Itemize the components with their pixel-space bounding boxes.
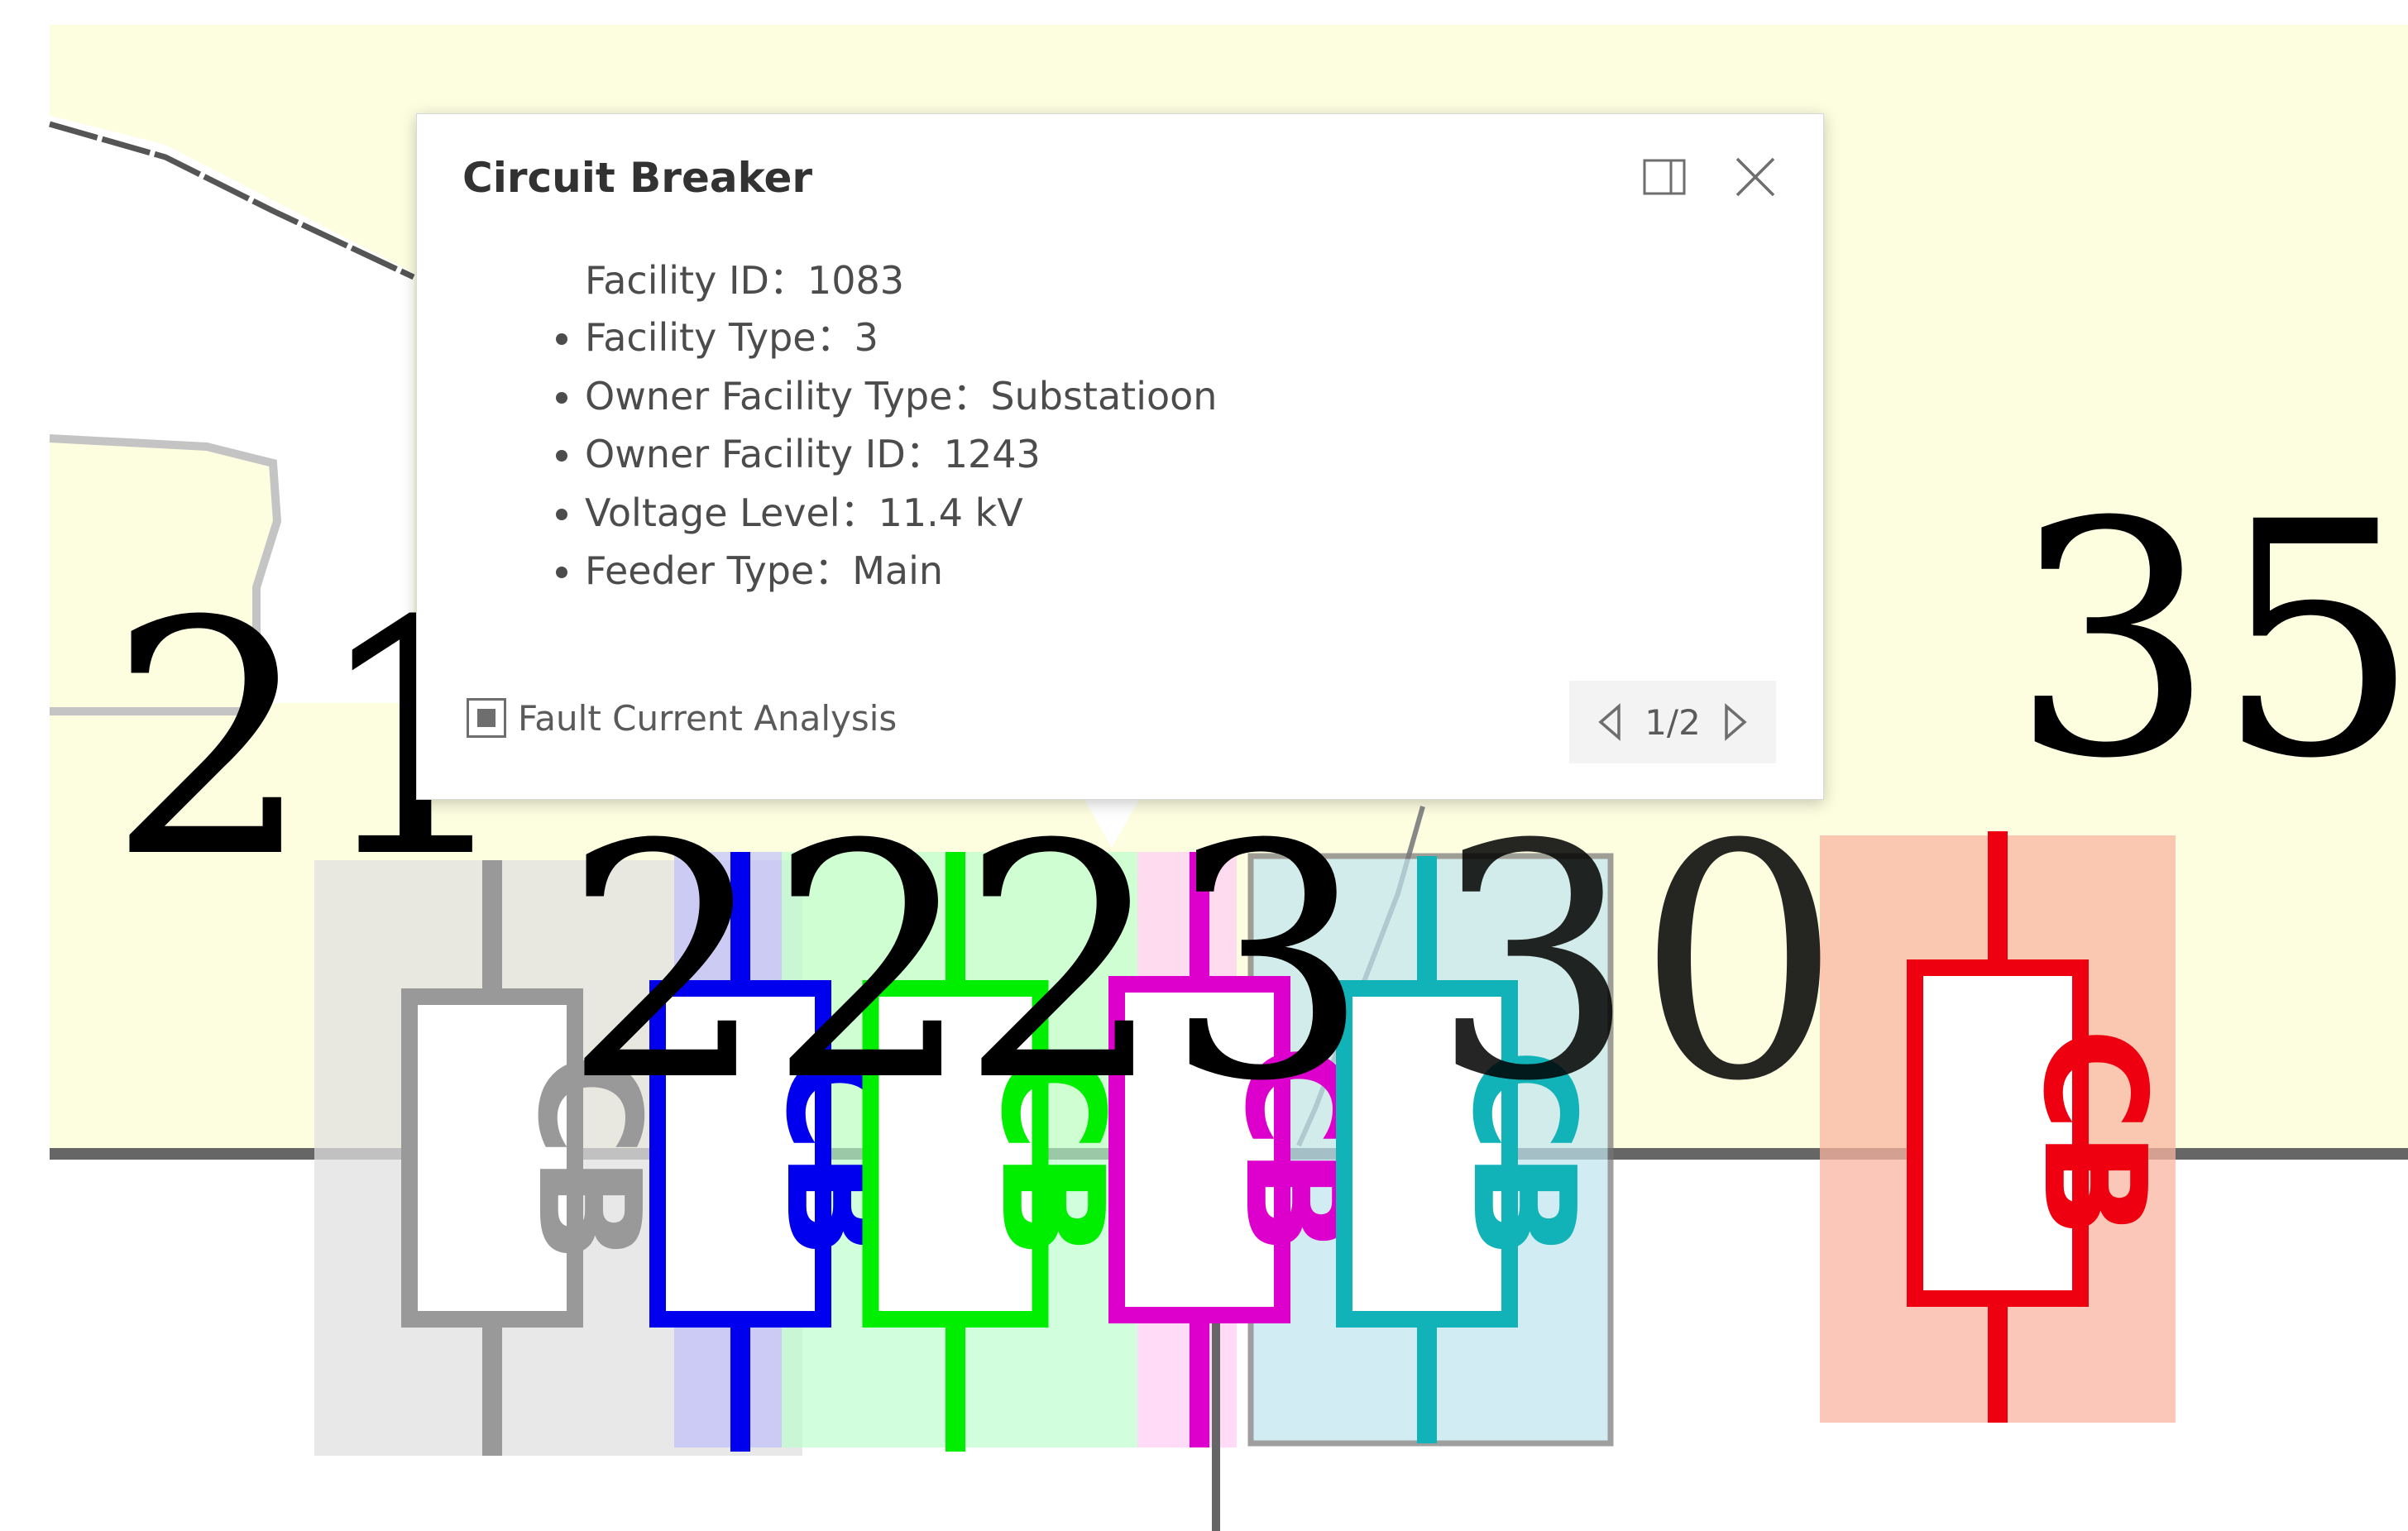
close-icon bbox=[1735, 157, 1775, 197]
breaker-box bbox=[401, 988, 583, 1328]
popup-title: Circuit Breaker bbox=[462, 154, 813, 202]
close-button[interactable] bbox=[1732, 154, 1778, 200]
fault-current-label[interactable]: Fault Current Analysis bbox=[518, 697, 898, 739]
circuit-breaker-30[interactable]: CB bbox=[1336, 856, 1605, 1443]
group-label-23: 23 bbox=[960, 776, 1370, 1151]
map-parcel-outline bbox=[49, 434, 282, 715]
dock-icon bbox=[1643, 159, 1686, 195]
group-label-22: 22 bbox=[563, 776, 973, 1151]
fault-current-action[interactable]: Fault Current Analysis bbox=[467, 689, 897, 747]
previous-feature-button[interactable] bbox=[1594, 701, 1627, 743]
dock-button[interactable] bbox=[1641, 155, 1688, 202]
breaker-box bbox=[1108, 976, 1290, 1323]
group-label-35: 35 bbox=[2010, 453, 2408, 829]
circuit-breaker-23[interactable]: CB bbox=[862, 852, 1134, 1452]
breaker-label: CB bbox=[1441, 1049, 1605, 1259]
attribute-item: Feeder Type：Main bbox=[585, 542, 1217, 600]
breaker-box bbox=[1907, 959, 2089, 1307]
chevron-right-icon bbox=[1725, 703, 1747, 741]
breaker-label: CB bbox=[969, 1049, 1133, 1259]
breaker-label: CB bbox=[2012, 1028, 2176, 1238]
attribute-item: Owner Facility ID：1243 bbox=[585, 425, 1217, 484]
map-parcel-boundary bbox=[49, 121, 415, 280]
next-feature-button[interactable] bbox=[1718, 701, 1751, 743]
breaker-box bbox=[649, 980, 831, 1328]
popup-panel: Circuit Breaker Facility ID：1083 Facilit… bbox=[416, 113, 1824, 800]
breaker-label: CB bbox=[506, 1053, 670, 1263]
group-label-30: 30 bbox=[1431, 776, 1841, 1151]
feature-pager: 1/2 bbox=[1569, 681, 1776, 763]
circuit-breaker-22[interactable]: CB bbox=[649, 852, 918, 1452]
chevron-left-icon bbox=[1598, 703, 1620, 741]
popup-pointer bbox=[1084, 798, 1140, 848]
stop-square-icon[interactable] bbox=[467, 698, 506, 738]
pager-count: 1/2 bbox=[1644, 701, 1701, 743]
attribute-item: Owner Facility Type：Substatioon bbox=[585, 367, 1217, 426]
attribute-facility-id: Facility ID：1083 bbox=[585, 258, 904, 303]
breaker-box bbox=[862, 980, 1049, 1328]
attribute-list: Facility Type：3 Owner Facility Type：Subs… bbox=[537, 309, 1217, 600]
map-road-area bbox=[50, 116, 414, 331]
breaker-box bbox=[1336, 980, 1518, 1328]
attribute-item: Voltage Level：11.4 kV bbox=[585, 484, 1217, 543]
circuit-breaker-35[interactable]: CB bbox=[1907, 831, 2176, 1423]
attribute-item: Facility Type：3 bbox=[585, 309, 1217, 367]
circuit-breaker-21[interactable]: CB bbox=[401, 860, 670, 1456]
